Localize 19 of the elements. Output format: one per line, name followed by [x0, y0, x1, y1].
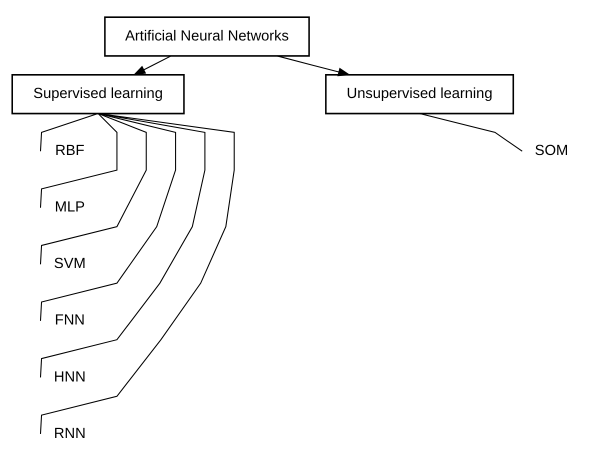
connector: [40, 113, 118, 208]
connector: [40, 113, 176, 321]
node-text: SOM: [534, 143, 568, 160]
node-text: MLP: [54, 200, 85, 216]
node-box: Supervised learning: [11, 74, 185, 114]
arrow: [132, 55, 172, 76]
arrow: [277, 55, 351, 76]
connector: [40, 113, 235, 434]
connector: [40, 113, 147, 264]
connector: [40, 113, 98, 152]
node-text: HNN: [54, 369, 86, 386]
node-box: Artificial Neural Networks: [104, 16, 310, 57]
connector: [419, 113, 522, 152]
node-text: RBF: [55, 143, 84, 160]
node-text: FNN: [54, 312, 85, 329]
node-box: Unsupervised learning: [325, 74, 514, 114]
connector: [40, 113, 206, 378]
node-text: SVM: [54, 256, 86, 272]
node-text: RNN: [54, 426, 86, 442]
